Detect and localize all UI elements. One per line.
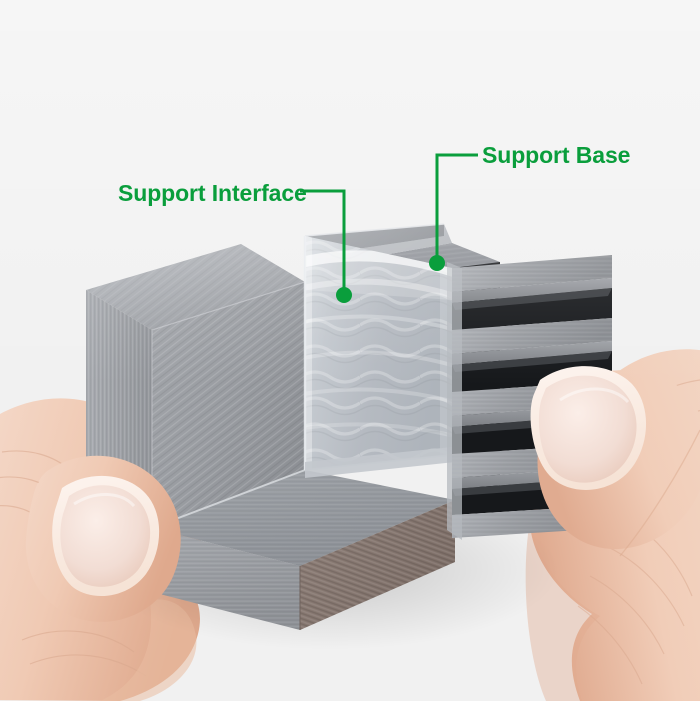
callout-label-support-base: Support Base xyxy=(482,142,631,168)
callout-label-support-interface: Support Interface xyxy=(118,180,307,206)
